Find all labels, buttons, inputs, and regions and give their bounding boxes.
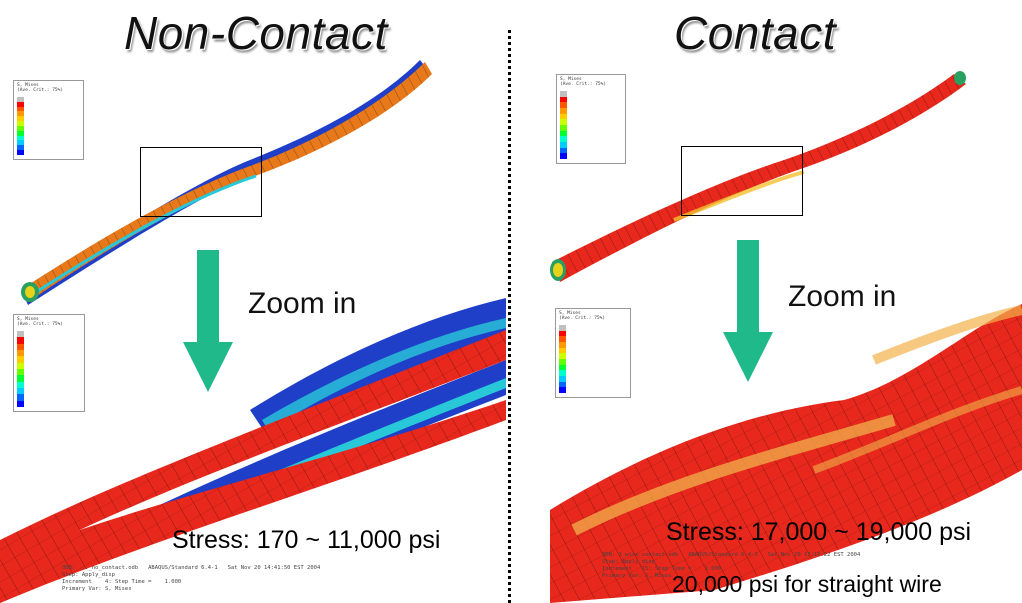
legend-color-swatch <box>17 135 24 141</box>
legend-color-swatch <box>17 337 24 344</box>
legend-color-swatch <box>17 362 24 369</box>
zoom-region-box <box>140 147 262 217</box>
non-contact-panel: Non-Contact Zoom in S, Mises (Ave. Crit.… <box>0 0 506 603</box>
legend-color-swatch <box>560 147 567 154</box>
legend-color-swatch <box>17 368 24 376</box>
legend-color-swatch <box>560 130 567 137</box>
legend-color-swatch <box>560 107 567 114</box>
legend-color-swatch <box>559 336 566 342</box>
stress-legend-zoom: S, Mises (Ave. Crit.: 75%) <box>13 314 85 412</box>
panel-title: Contact <box>674 7 837 59</box>
stress-range-label: Stress: 17,000 ~ 19,000 psi <box>666 518 972 546</box>
legend-color-swatch <box>17 140 24 146</box>
legend-color-swatch <box>559 364 566 371</box>
legend-color-swatch <box>17 331 24 338</box>
legend-color-swatch <box>17 111 24 117</box>
legend-color-swatch <box>17 125 24 131</box>
legend-color-swatch <box>559 381 566 388</box>
abaqus-footer: ODB: 3_wire_contact.odb ABAQUS/Standard … <box>602 552 861 579</box>
legend-header: S, Mises (Ave. Crit.: 75%) <box>559 311 606 321</box>
legend-color-swatch <box>17 121 24 126</box>
legend-color-swatch <box>17 387 24 395</box>
stress-legend-zoom: S, Mises (Ave. Crit.: 75%) <box>555 308 631 398</box>
zoom-label: Zoom in <box>248 287 357 320</box>
legend-color-swatch <box>17 116 24 122</box>
legend-header: S, Mises (Ave. Crit.: 75%) <box>17 317 64 327</box>
contact-panel: Contact Zoom in S, Mises (Ave. Crit.: 75… <box>514 0 1022 603</box>
legend-color-swatch <box>17 97 24 102</box>
legend-color-swatch <box>17 145 24 151</box>
legend-color-scale <box>559 325 566 393</box>
legend-color-swatch <box>559 353 566 359</box>
legend-color-swatch <box>559 325 566 331</box>
legend-color-swatch <box>560 136 567 142</box>
legend-color-swatch <box>17 375 24 382</box>
legend-color-swatch <box>17 150 24 155</box>
wire-zoom-model <box>0 298 506 603</box>
legend-color-swatch <box>17 394 24 401</box>
zoom-arrow-icon <box>723 240 773 382</box>
legend-color-swatch <box>559 330 566 337</box>
zoom-arrow-icon <box>183 250 233 392</box>
legend-color-swatch <box>560 96 567 103</box>
legend-color-scale <box>17 97 24 155</box>
wire-zoom-model <box>550 304 1022 603</box>
legend-color-swatch <box>17 349 24 357</box>
panel-divider <box>508 30 511 603</box>
legend-header: S, Mises (Ave. Crit.: 75%) <box>560 77 607 87</box>
legend-color-swatch <box>560 124 567 131</box>
legend-color-swatch <box>560 113 567 120</box>
wire-overview-model <box>21 60 432 305</box>
legend-color-swatch <box>560 141 567 148</box>
zoom-region-box <box>681 146 803 216</box>
legend-color-swatch <box>17 381 24 388</box>
stress-legend: S, Mises (Ave. Crit.: 75%) <box>556 74 626 164</box>
legend-color-swatch <box>17 130 24 136</box>
wire-overview-model <box>550 71 966 282</box>
zoom-label: Zoom in <box>788 280 897 313</box>
legend-color-swatch <box>559 387 566 393</box>
legend-color-swatch <box>559 370 566 376</box>
legend-color-scale <box>560 91 567 159</box>
legend-color-swatch <box>559 347 566 354</box>
legend-color-swatch <box>559 375 566 382</box>
legend-color-swatch <box>17 106 24 112</box>
abaqus-footer: ODB: ..._no_contact.odb ABAQUS/Standard … <box>62 565 321 592</box>
straight-wire-note: 20,000 psi for straight wire <box>672 571 942 597</box>
stress-range-label: Stress: 170 ~ 11,000 psi <box>172 526 441 554</box>
legend-color-swatch <box>17 101 24 107</box>
panel-title: Non-Contact <box>124 7 388 59</box>
legend-color-swatch <box>17 400 24 407</box>
legend-color-swatch <box>560 91 567 97</box>
legend-color-scale <box>17 331 24 407</box>
legend-color-swatch <box>560 119 567 125</box>
legend-color-swatch <box>559 341 566 348</box>
stress-legend: S, Mises (Ave. Crit.: 75%) <box>13 80 84 160</box>
legend-color-swatch <box>560 102 567 108</box>
legend-color-swatch <box>17 356 24 363</box>
legend-header: S, Mises (Ave. Crit.: 75%) <box>17 83 64 93</box>
legend-color-swatch <box>559 358 566 365</box>
legend-color-swatch <box>17 343 24 350</box>
legend-color-swatch <box>560 153 567 159</box>
